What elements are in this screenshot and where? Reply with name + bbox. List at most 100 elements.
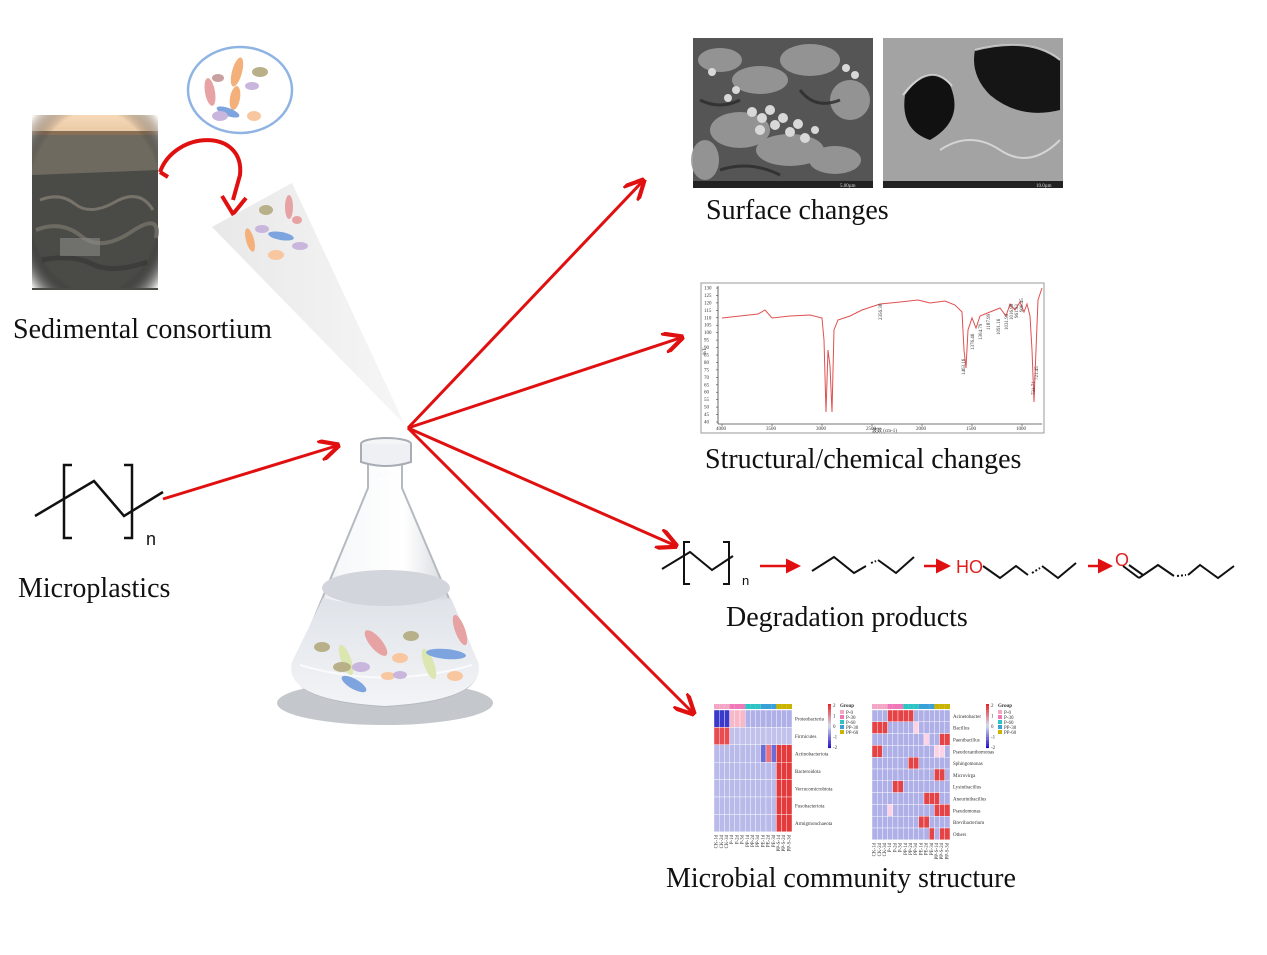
heatmap-cell [882, 768, 888, 782]
label-microplastics: Microplastics [18, 573, 171, 604]
ftir-peak-label: 1376.46 [971, 333, 976, 350]
ftir-ytick-label: 110 [704, 316, 712, 321]
heatmap-cell [739, 744, 746, 763]
heatmap-phylum: ProteobacteriaFirmicutesActinobacteriota… [713, 704, 859, 851]
ftir-ytick-label: 120 [704, 301, 712, 306]
heatmap-cell [892, 780, 899, 793]
heatmap-cell [913, 745, 919, 758]
heatmap-row-label: Acinetobacter [953, 715, 981, 720]
scale-cell [986, 717, 989, 720]
pe-structure [34, 463, 164, 540]
heatmap-cell [929, 827, 935, 841]
heatmap-cell [729, 796, 735, 815]
heatmap-cell [913, 768, 919, 782]
heatmap-cell [918, 780, 925, 793]
heatmap-col-label: PP-1d [904, 842, 909, 855]
heatmap-group-cell [745, 704, 751, 709]
heatmap-cell [908, 721, 914, 734]
heatmap-cell [903, 780, 909, 793]
scale-cell [828, 732, 831, 735]
ftir-ytick-label: 115 [704, 309, 712, 314]
heatmap-cell [719, 796, 725, 815]
heatmap-cell [923, 745, 930, 758]
heatmap-cell [734, 762, 741, 780]
heatmap-row-label: Paenibacillus [953, 739, 980, 744]
legend-swatch [840, 730, 844, 734]
heatmap-row-label: Brevibacterium [953, 821, 984, 826]
heatmap-cell [944, 804, 951, 817]
heatmap-cell [871, 768, 878, 782]
heatmap-cell [713, 814, 720, 833]
heatmap-group-cell [781, 704, 787, 709]
heatmap-cell [934, 745, 940, 758]
heatmap-cell [934, 780, 940, 793]
ftir-peak-label: 1463.16 [962, 358, 967, 375]
ftir-ytick-label: 50 [704, 406, 710, 411]
svg-text:O: O [1115, 550, 1129, 570]
heatmap-group-cell [729, 704, 735, 709]
heatmap-cell [918, 721, 925, 734]
heatmap-col-label: PE-2d [925, 842, 930, 855]
heatmap-cell [781, 796, 787, 815]
heatmap-cell [903, 709, 909, 723]
heatmap-cell [892, 745, 899, 758]
heatmap-cell [871, 827, 878, 841]
heatmap-cell [771, 727, 777, 746]
heatmap-cell [877, 757, 883, 770]
heatmap-cell [944, 709, 951, 723]
scale-tick: 2 [833, 704, 836, 709]
ftir-ytick-label: 65 [704, 383, 710, 388]
heatmap-cell [939, 733, 945, 746]
heatmap-cell [786, 709, 793, 728]
ftir-ytick-label: 75 [704, 368, 710, 373]
legend-entry: P-0 [846, 711, 853, 716]
heatmap-cell [913, 816, 919, 829]
heatmap-cell [897, 827, 904, 841]
heatmap-cell [944, 792, 951, 805]
heatmap-cell [897, 768, 904, 782]
ftir-peak-label: 731.71 [1032, 381, 1037, 395]
scale-cell [986, 712, 989, 716]
heatmap-cell [745, 814, 751, 833]
heatmap-cell [871, 780, 878, 793]
heatmap-cell [892, 792, 899, 805]
ftir-xtick-label: 3000 [816, 427, 827, 432]
heatmap-cell [734, 709, 741, 728]
scale-cell [828, 743, 831, 746]
ftir-ytick-label: 95 [704, 339, 710, 344]
heatmap-cell [892, 804, 899, 817]
heatmap-cell [897, 816, 904, 829]
heatmap-cell [871, 733, 878, 746]
heatmap-cell [786, 727, 793, 746]
heatmap-cell [750, 727, 756, 746]
scale-cell [986, 721, 989, 724]
legend-swatch [840, 715, 844, 719]
heatmap-cell [745, 762, 751, 780]
heatmap-cell [877, 745, 883, 758]
heatmap-col-label: P-1d [888, 842, 893, 852]
heatmap-group-cell [918, 704, 924, 709]
heatmap-cell [908, 757, 914, 770]
heatmap-row-label: Lysinibacillus [953, 786, 981, 791]
heatmap-cell [903, 792, 909, 805]
heatmap-cell [939, 804, 945, 817]
arrow-pe-to-flask [162, 446, 336, 501]
heatmap-cell [719, 727, 725, 746]
heatmap-cell [944, 768, 951, 782]
scale-tick: 1 [833, 715, 836, 720]
heatmap-cell [892, 709, 899, 723]
scale-cell [828, 745, 831, 749]
legend-title: Group [998, 704, 1012, 709]
scale-cell [828, 730, 831, 733]
heatmap-cell [765, 762, 772, 780]
heatmap-cell [887, 804, 893, 817]
heatmap-cell [734, 779, 741, 798]
heatmap-cell [871, 709, 878, 723]
heatmap-cell [755, 762, 761, 780]
heatmap-cell [903, 721, 909, 734]
heatmap-cell [750, 796, 756, 815]
heatmap-cell [897, 733, 904, 746]
heatmap-row-label: Bacteroidota [795, 770, 821, 775]
scale-tick: 2 [991, 704, 994, 709]
heatmap-cell [755, 796, 761, 815]
